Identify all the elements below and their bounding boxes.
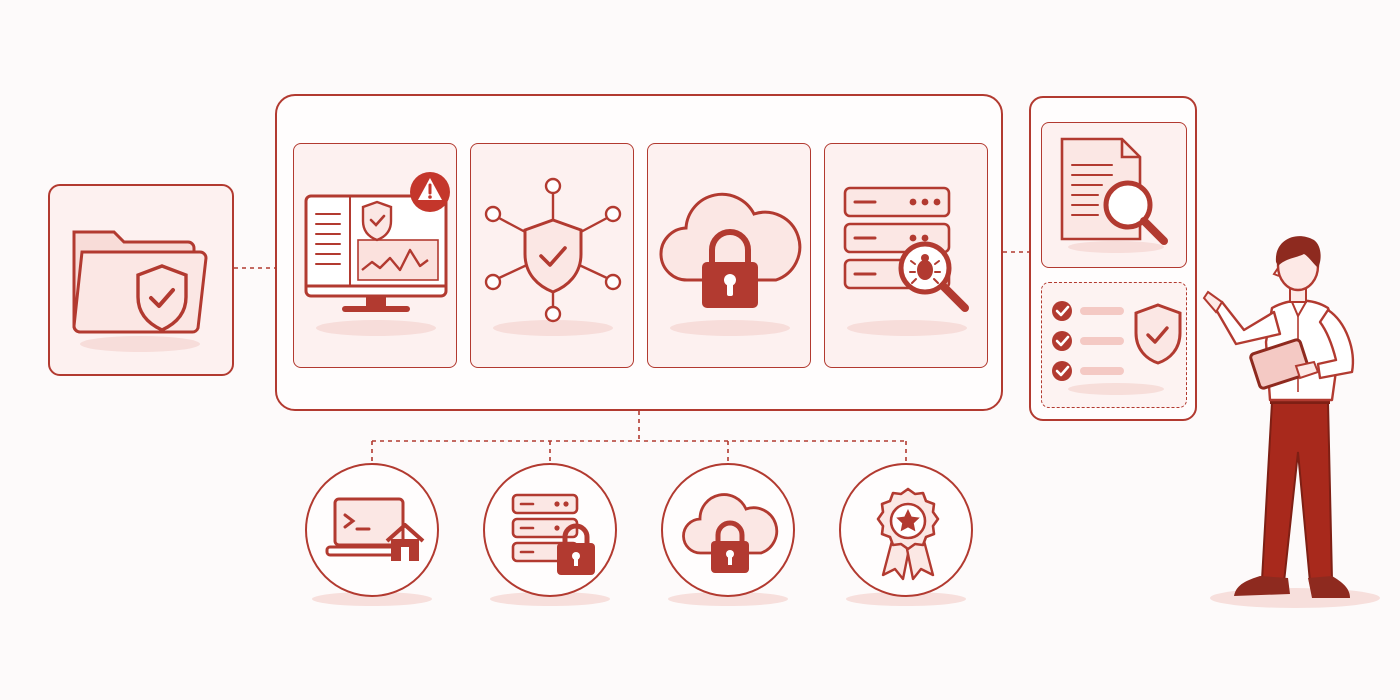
icon-shadow xyxy=(316,320,436,336)
server-bug-search-icon xyxy=(843,186,969,312)
cloud-lock-icon xyxy=(659,192,802,308)
icon-shadow xyxy=(847,320,967,336)
report-panel xyxy=(1029,96,1197,421)
icon-shadow xyxy=(1068,383,1164,395)
main-security-panel xyxy=(275,94,1003,411)
checklist-shield-icon xyxy=(1052,301,1182,381)
network-shield-card xyxy=(470,143,634,368)
cloud-lock-circle xyxy=(661,463,795,597)
award-badge-circle xyxy=(839,463,973,597)
award-badge-icon xyxy=(876,487,940,581)
laptop-home-circle xyxy=(305,463,439,597)
laptop-home-terminal-icon xyxy=(325,497,425,561)
cloud-lock-icon xyxy=(682,493,779,573)
monitor-alert-card xyxy=(293,143,457,368)
checklist-shield-card xyxy=(1041,282,1187,408)
icon-shadow xyxy=(490,592,610,606)
icon-shadow xyxy=(846,592,966,606)
person-pointing-figure xyxy=(1202,236,1355,598)
icon-shadow xyxy=(312,592,432,606)
document-search-card xyxy=(1041,122,1187,268)
network-shield-icon xyxy=(484,177,622,323)
cloud-lock-card xyxy=(647,143,811,368)
monitor-alert-icon xyxy=(304,172,450,312)
icon-shadow xyxy=(80,336,200,352)
icon-shadow xyxy=(1068,241,1164,253)
server-lock-circle xyxy=(483,463,617,597)
server-lock-icon xyxy=(511,493,595,575)
folder-shield-icon xyxy=(72,230,208,334)
server-bug-search-card xyxy=(824,143,988,368)
document-search-icon xyxy=(1060,137,1168,245)
icon-shadow xyxy=(493,320,613,336)
left-card xyxy=(48,184,234,376)
icon-shadow xyxy=(668,592,788,606)
icon-shadow xyxy=(670,320,790,336)
